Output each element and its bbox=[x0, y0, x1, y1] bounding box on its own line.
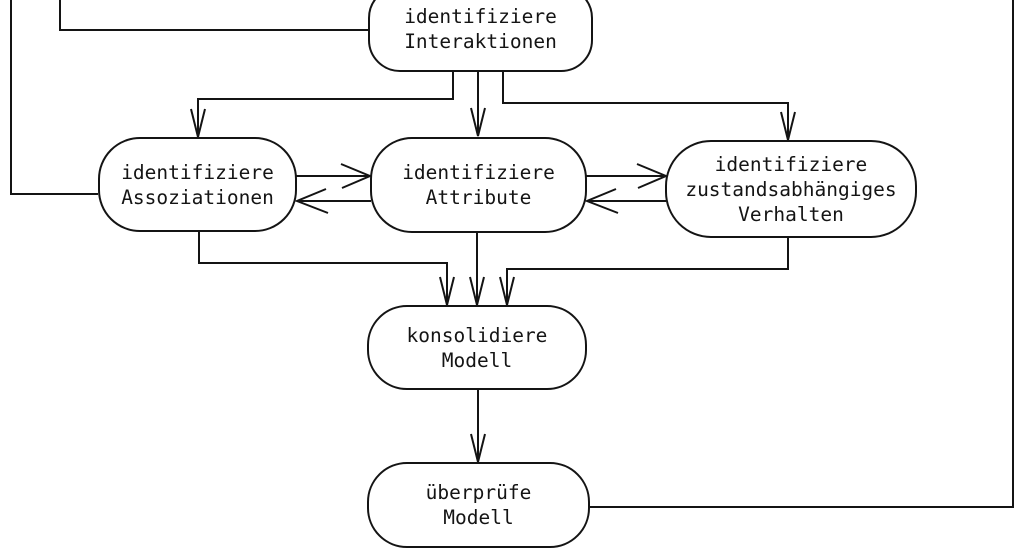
edge-assoziationen-to-attribute bbox=[296, 163, 373, 189]
edge-zustandsverhalten-to-konsolidiere bbox=[499, 237, 789, 306]
edge-zustandsverhalten-to-attribute bbox=[584, 188, 666, 214]
node-label: identifiziere Attribute bbox=[402, 161, 555, 209]
edge-offscreen-to-interaktionen bbox=[59, 0, 369, 31]
node-identifiziere-zustandsabhaengiges-verhalten: identifiziere zustandsabhängiges Verhalt… bbox=[665, 140, 917, 238]
edge-attribute-to-konsolidiere bbox=[469, 232, 485, 306]
edge-line bbox=[506, 237, 789, 304]
node-identifiziere-assoziationen: identifiziere Assoziationen bbox=[98, 137, 297, 232]
node-konsolidiere-modell: konsolidiere Modell bbox=[367, 305, 587, 390]
edge-attribute-to-zustandsverhalten bbox=[586, 163, 669, 189]
node-label: identifiziere zustandsabhängiges Verhalt… bbox=[685, 152, 897, 226]
edge-assoziationen-to-konsolidiere bbox=[198, 231, 455, 306]
edge-line bbox=[197, 72, 454, 136]
node-label: identifiziere Interaktionen bbox=[404, 5, 557, 53]
edge-arrowhead bbox=[470, 107, 486, 137]
edge-interaktionen-to-attribute bbox=[470, 72, 486, 137]
edge-line bbox=[589, 0, 1014, 508]
node-label: identifiziere Assoziationen bbox=[121, 160, 274, 209]
node-label: überprüfe Modell bbox=[425, 481, 532, 529]
edge-interaktionen-to-assoziationen bbox=[190, 72, 454, 138]
edge-line bbox=[10, 0, 98, 195]
edge-ueberpruefe-to-offscreen-right bbox=[589, 0, 1014, 508]
edge-line bbox=[502, 72, 789, 139]
edge-line bbox=[59, 0, 369, 31]
edge-offscreen-to-assoziationen bbox=[10, 0, 98, 195]
node-identifiziere-interaktionen: identifiziere Interaktionen bbox=[368, 0, 593, 72]
edge-attribute-to-assoziationen bbox=[294, 188, 371, 214]
edge-line bbox=[198, 231, 448, 304]
edge-konsolidiere-to-ueberpruefe bbox=[470, 389, 486, 463]
edge-arrowhead bbox=[584, 188, 619, 214]
node-ueberpruefe-modell: überprüfe Modell bbox=[367, 462, 590, 548]
node-identifiziere-attribute: identifiziere Attribute bbox=[370, 137, 587, 233]
edge-interaktionen-to-zustandsverhalten bbox=[502, 72, 796, 141]
edge-arrowhead bbox=[294, 188, 329, 214]
node-label: konsolidiere Modell bbox=[406, 323, 548, 372]
